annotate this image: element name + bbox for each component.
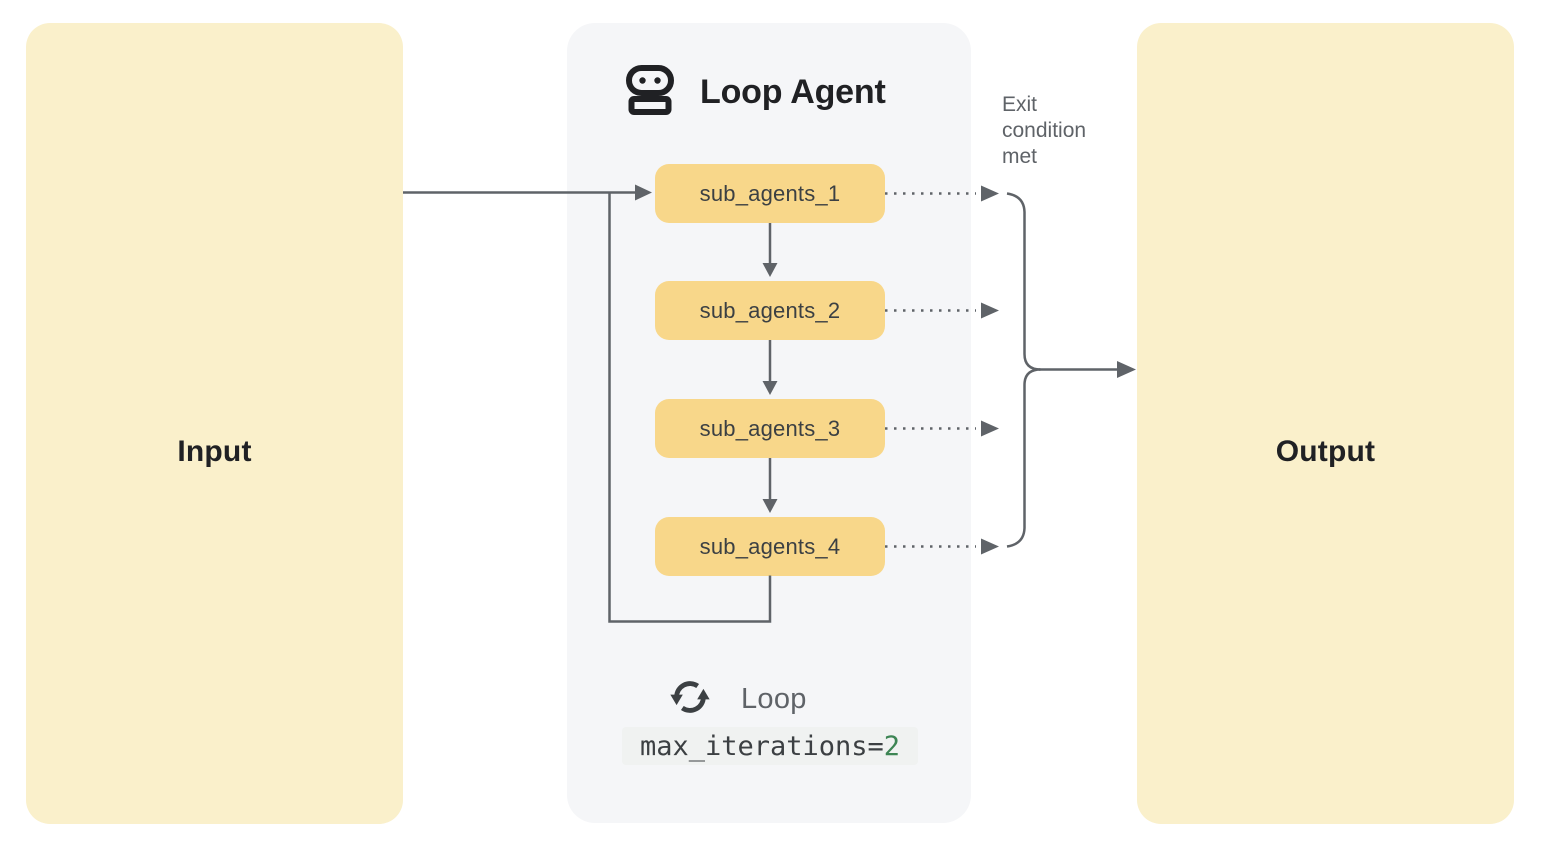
sub-agent-node-4: sub_agents_4 — [655, 517, 885, 576]
sub-agent-label: sub_agents_1 — [699, 180, 841, 206]
code-value: 2 — [883, 730, 901, 762]
output-node: Output — [1137, 23, 1514, 824]
input-label: Input — [177, 434, 252, 468]
sub-agent-label: sub_agents_3 — [699, 415, 841, 441]
output-arrow — [1039, 361, 1136, 378]
sub-agent-label: sub_agents_2 — [699, 297, 841, 323]
input-node: Input — [26, 23, 403, 824]
sub-agent-label: sub_agents_4 — [699, 533, 841, 559]
loop-agent-panel: Loop Agent sub_agents_1 sub_agents_2 sub… — [567, 23, 971, 823]
panel-title: Loop Agent — [700, 73, 886, 111]
code-prefix: max_iterations= — [639, 730, 884, 762]
merge-brace — [1006, 192, 1041, 548]
max-iterations-code: max_iterations=2 — [622, 727, 918, 765]
sub-agent-node-2: sub_agents_2 — [655, 281, 885, 340]
loop-label: Loop — [741, 682, 807, 715]
output-label: Output — [1275, 434, 1376, 468]
loop-footer: Loop — [667, 675, 807, 723]
robot-icon — [626, 65, 674, 120]
exit-condition-note: Exit condition met — [1002, 93, 1087, 168]
sub-agent-node-1: sub_agents_1 — [655, 164, 885, 223]
sub-agent-node-3: sub_agents_3 — [655, 399, 885, 458]
loop-icon — [667, 674, 713, 725]
panel-header: Loop Agent — [626, 65, 886, 120]
